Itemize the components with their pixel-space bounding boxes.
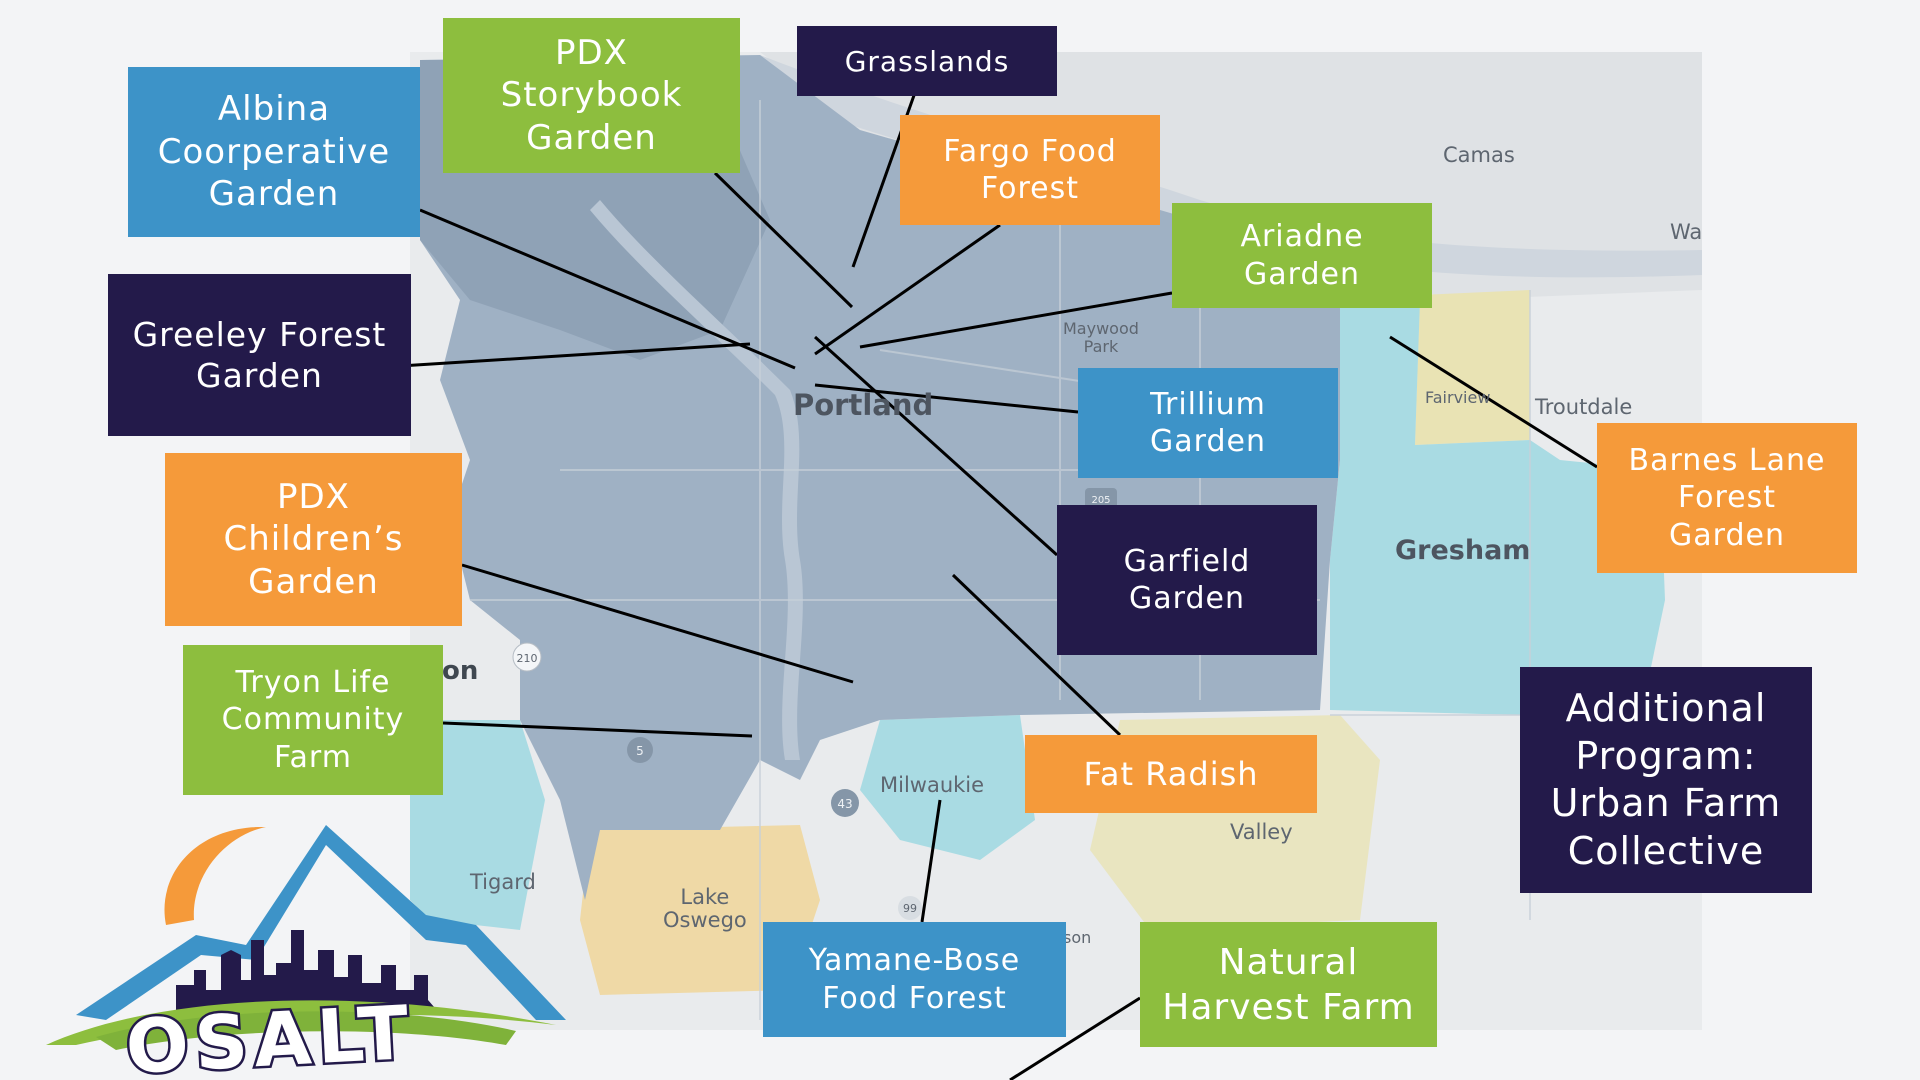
label-additional-program[interactable]: Additional Program: Urban Farm Collectiv… bbox=[1520, 667, 1812, 893]
label-ariadne-text: Ariadne Garden bbox=[1240, 219, 1364, 292]
label-pdx-storybook-garden[interactable]: PDX Storybook Garden bbox=[443, 18, 740, 173]
line-pdx-storybook bbox=[713, 171, 854, 309]
place-troutdale: Troutdale bbox=[1535, 395, 1633, 419]
label-garfield-garden[interactable]: Garfield Garden bbox=[1057, 505, 1317, 655]
yellow-area bbox=[1415, 290, 1530, 445]
place-on-left: on bbox=[442, 656, 479, 686]
line-natural-harvest bbox=[1009, 996, 1141, 1080]
teal-area-west bbox=[410, 720, 545, 930]
osalt-logo: OSALT bbox=[46, 825, 566, 1075]
label-pdx-childrens-garden[interactable]: PDX Children’s Garden bbox=[165, 453, 462, 626]
label-ariadne-garden[interactable]: Ariadne Garden bbox=[1172, 203, 1432, 308]
route-shield-5: 5 bbox=[627, 737, 653, 763]
teal-area-east bbox=[1330, 300, 1665, 720]
place-tigard: Tigard bbox=[470, 870, 536, 894]
label-grasslands-text: Grasslands bbox=[844, 44, 1010, 78]
label-albina-text: Albina Coorperative Garden bbox=[157, 89, 391, 215]
place-valley: Valley bbox=[1230, 820, 1293, 844]
line-trillium bbox=[814, 383, 1079, 414]
svg-text:205: 205 bbox=[1091, 495, 1110, 506]
label-natural-harvest-farm[interactable]: Natural Harvest Farm bbox=[1140, 922, 1437, 1047]
route-shield-43: 43 bbox=[831, 789, 859, 817]
place-gresham: Gresham bbox=[1395, 535, 1531, 566]
line-garfield bbox=[813, 335, 1059, 557]
place-lake-oswego: Lake Oswego bbox=[663, 885, 747, 933]
place-fairview: Fairview bbox=[1425, 388, 1491, 407]
label-pdx-storybook-text: PDX Storybook Garden bbox=[500, 32, 683, 158]
label-fat-radish-text: Fat Radish bbox=[1083, 755, 1259, 793]
label-barnes-text: Barnes Lane Forest Garden bbox=[1628, 442, 1826, 553]
route-shield-205: 205 bbox=[1085, 488, 1117, 510]
line-ariadne bbox=[859, 291, 1173, 349]
label-fargo-text: Fargo Food Forest bbox=[943, 133, 1117, 207]
line-fargo bbox=[814, 223, 1001, 356]
label-trillium-text: Trillium Garden bbox=[1150, 386, 1266, 460]
label-tryon-life-community-farm[interactable]: Tryon Life Community Farm bbox=[183, 645, 443, 795]
place-camas: Camas bbox=[1443, 143, 1515, 167]
place-portland: Portland bbox=[793, 388, 934, 422]
logo-text: OSALT bbox=[124, 990, 417, 1075]
place-on-bottom: son bbox=[1063, 928, 1092, 947]
label-garfield-text: Garfield Garden bbox=[1123, 543, 1251, 617]
logo-mountain bbox=[76, 825, 566, 1020]
willamette-river bbox=[590, 200, 803, 760]
place-maywood-park: Maywood Park bbox=[1063, 319, 1139, 356]
connector-lines bbox=[399, 69, 1598, 1080]
teal-area-milwaukie bbox=[860, 715, 1035, 860]
place-milwaukie: Milwaukie bbox=[880, 773, 985, 797]
line-pdx-children bbox=[461, 563, 854, 684]
line-greeley bbox=[399, 342, 751, 368]
line-grasslands bbox=[851, 69, 925, 268]
label-greeley-text: Greeley Forest Garden bbox=[132, 314, 387, 395]
route-shield-210: 210 bbox=[512, 642, 542, 672]
label-grasslands[interactable]: Grasslands bbox=[797, 26, 1057, 96]
line-fat-radish bbox=[951, 573, 1122, 737]
svg-text:210: 210 bbox=[517, 652, 538, 665]
label-greeley-forest-garden[interactable]: Greeley Forest Garden bbox=[108, 274, 411, 436]
logo-green-swoosh bbox=[46, 1000, 556, 1045]
label-natural-harvest-text: Natural Harvest Farm bbox=[1162, 941, 1415, 1028]
label-yamane-text: Yamane-Bose Food Forest bbox=[808, 943, 1021, 1016]
north-land-area bbox=[760, 52, 1702, 300]
svg-text:99: 99 bbox=[903, 902, 917, 915]
line-albina bbox=[419, 208, 796, 370]
svg-text:43: 43 bbox=[837, 797, 852, 811]
label-albina-coorperative-garden[interactable]: Albina Coorperative Garden bbox=[128, 67, 420, 237]
line-barnes bbox=[1389, 335, 1598, 469]
logo-skyline bbox=[176, 930, 441, 1015]
route-shield-99: 99 bbox=[898, 896, 922, 920]
line-tryon bbox=[442, 721, 753, 738]
place-wa: Wa bbox=[1670, 220, 1703, 244]
label-pdx-children-text: PDX Children’s Garden bbox=[223, 476, 404, 602]
label-trillium-garden[interactable]: Trillium Garden bbox=[1078, 368, 1338, 478]
line-yamane bbox=[920, 799, 942, 923]
label-fat-radish[interactable]: Fat Radish bbox=[1025, 735, 1317, 813]
logo-sun-crescent bbox=[164, 826, 266, 925]
label-yamane-bose-food-forest[interactable]: Yamane-Bose Food Forest bbox=[763, 922, 1066, 1037]
label-barnes-lane-forest-garden[interactable]: Barnes Lane Forest Garden bbox=[1597, 423, 1857, 573]
label-fargo-food-forest[interactable]: Fargo Food Forest bbox=[900, 115, 1160, 225]
logo-green-hill bbox=[96, 1011, 516, 1050]
svg-text:5: 5 bbox=[636, 744, 644, 758]
label-tryon-text: Tryon Life Community Farm bbox=[221, 664, 405, 775]
label-additional-text: Additional Program: Urban Farm Collectiv… bbox=[1550, 686, 1782, 873]
